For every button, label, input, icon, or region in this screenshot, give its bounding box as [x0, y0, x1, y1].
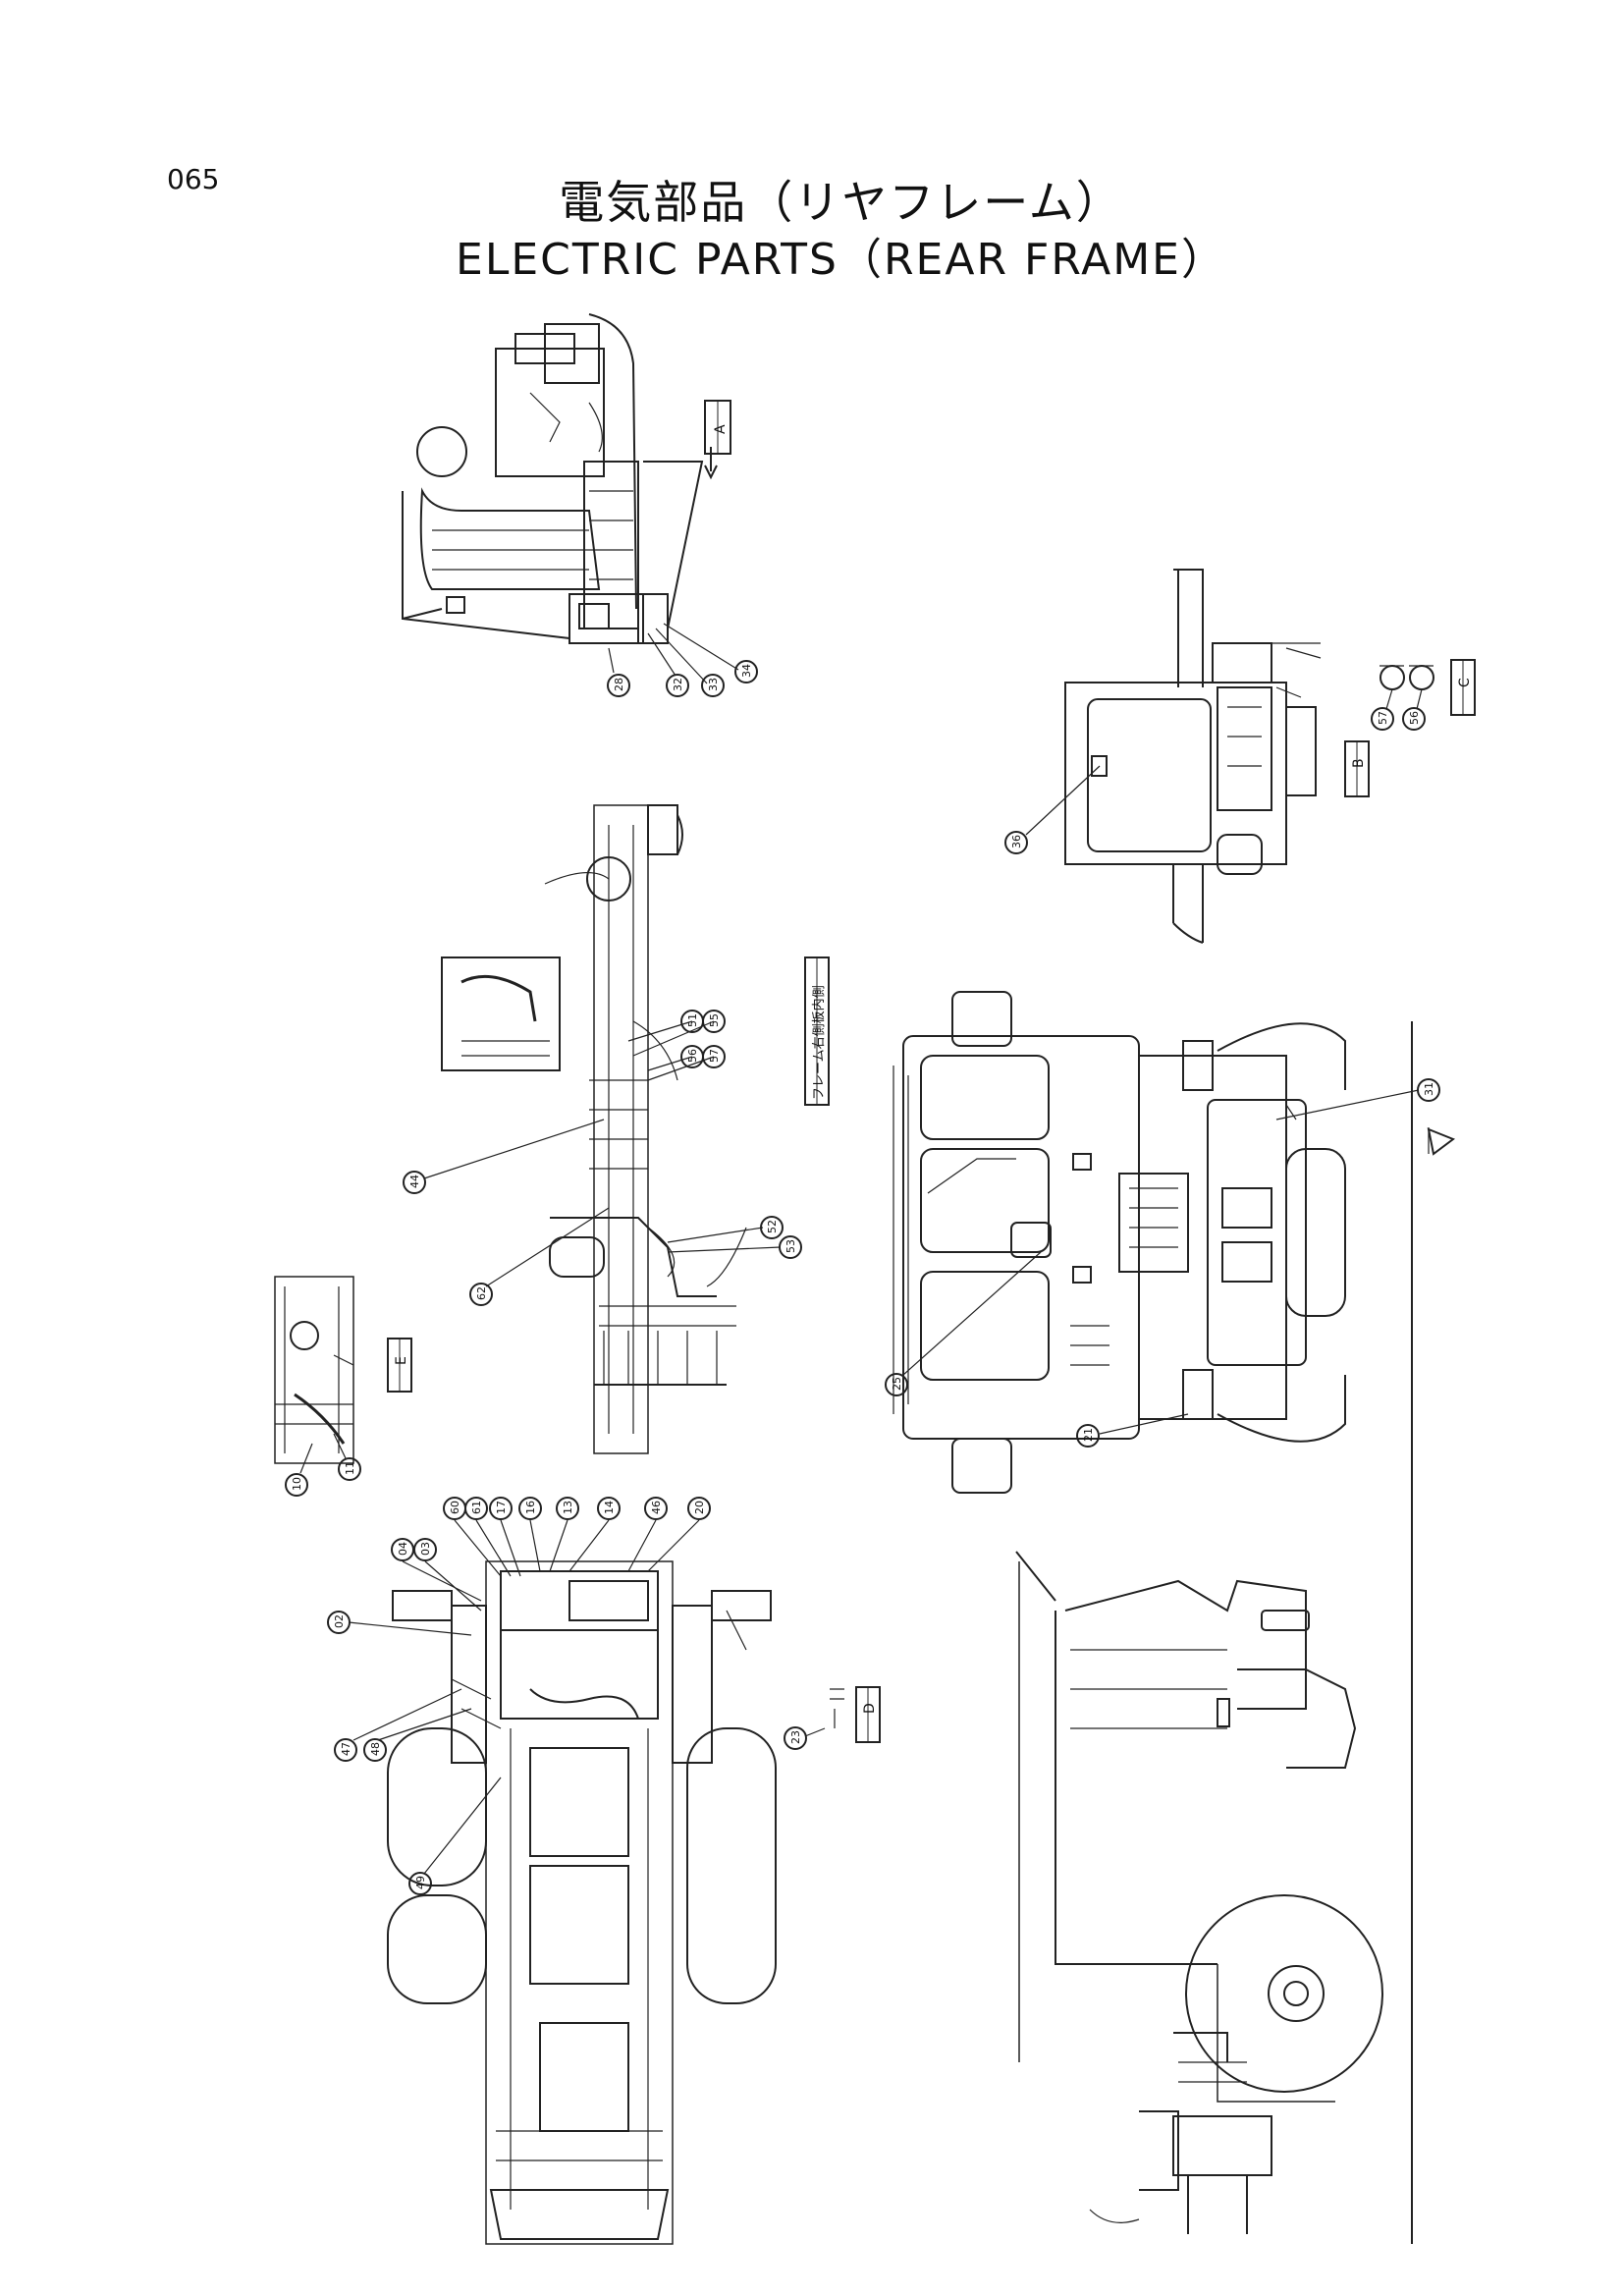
callout-53: 53 [784, 1239, 797, 1253]
callout-57: 57 [1377, 711, 1389, 725]
callout-02: 02 [333, 1614, 346, 1628]
callout-32: 32 [672, 678, 684, 691]
callout-11: 11 [344, 1461, 356, 1475]
callout-44: 44 [408, 1175, 421, 1188]
view-rear-frame-top: D [348, 1519, 881, 2245]
callout-49: 49 [414, 1876, 427, 1889]
view-side-elevation [1015, 1551, 1383, 2234]
callout-14: 14 [603, 1501, 616, 1514]
page-number: 065 [167, 163, 220, 195]
callout-46: 46 [650, 1501, 663, 1514]
callout-23: 23 [789, 1730, 802, 1744]
callout-28: 28 [613, 678, 625, 691]
callout-25: 25 [891, 1377, 903, 1391]
callout-16: 16 [524, 1501, 537, 1514]
callouts-view2: 36 57 56 [1004, 707, 1426, 854]
callout-04: 04 [397, 1542, 409, 1556]
callout-31: 31 [1423, 1082, 1435, 1096]
view-detail-e: E [274, 1276, 412, 1474]
callout-36: 36 [1010, 835, 1023, 848]
section-c-label: C [1457, 678, 1473, 687]
callout-10: 10 [291, 1477, 303, 1491]
view-rear-elevation [893, 991, 1456, 2244]
callout-17: 17 [495, 1501, 508, 1514]
callout-56-frame: 56 [686, 1049, 699, 1063]
view-engine-detail: A [402, 313, 739, 684]
callout-55: 55 [708, 1013, 721, 1027]
callouts-view4: 04 03 60 61 17 16 13 14 46 20 02 47 48 4… [327, 1497, 807, 1895]
callout-56: 56 [1408, 711, 1421, 725]
section-a-label: A [713, 424, 729, 434]
callout-48: 48 [369, 1742, 382, 1756]
callouts-view3: 51 55 56 57 44 52 53 62 [403, 1010, 802, 1306]
callout-57-frame: 57 [708, 1049, 721, 1063]
view-frame-right-side: フレーム右側板内側 [423, 804, 830, 1454]
callout-20: 20 [693, 1501, 706, 1514]
callout-61: 61 [470, 1501, 483, 1514]
callouts-view5: 31 25 21 [885, 1078, 1440, 1448]
view-rear-top: C B [1025, 569, 1476, 944]
callout-51: 51 [686, 1013, 699, 1027]
page-title-japanese: 電気部品（リヤフレーム） [559, 176, 1123, 229]
callout-52: 52 [766, 1220, 779, 1233]
callouts-view1: 28 32 33 34 [607, 660, 758, 697]
callout-03: 03 [419, 1542, 432, 1556]
callout-60: 60 [449, 1501, 461, 1514]
callouts-detail-e: 10 11 [285, 1457, 361, 1497]
section-e-label: E [394, 1356, 409, 1365]
section-b-label: B [1351, 758, 1367, 768]
section-d-label: D [862, 1703, 878, 1714]
callout-21: 21 [1082, 1428, 1095, 1442]
callout-62: 62 [475, 1286, 488, 1300]
callout-13: 13 [562, 1501, 574, 1514]
callout-34: 34 [740, 664, 753, 678]
frame-note-label: フレーム右側板内側 [811, 985, 827, 1100]
callout-47: 47 [340, 1742, 352, 1756]
callout-33: 33 [707, 678, 720, 691]
page-title-english: ELECTRIC PARTS（REAR FRAME） [456, 235, 1226, 285]
